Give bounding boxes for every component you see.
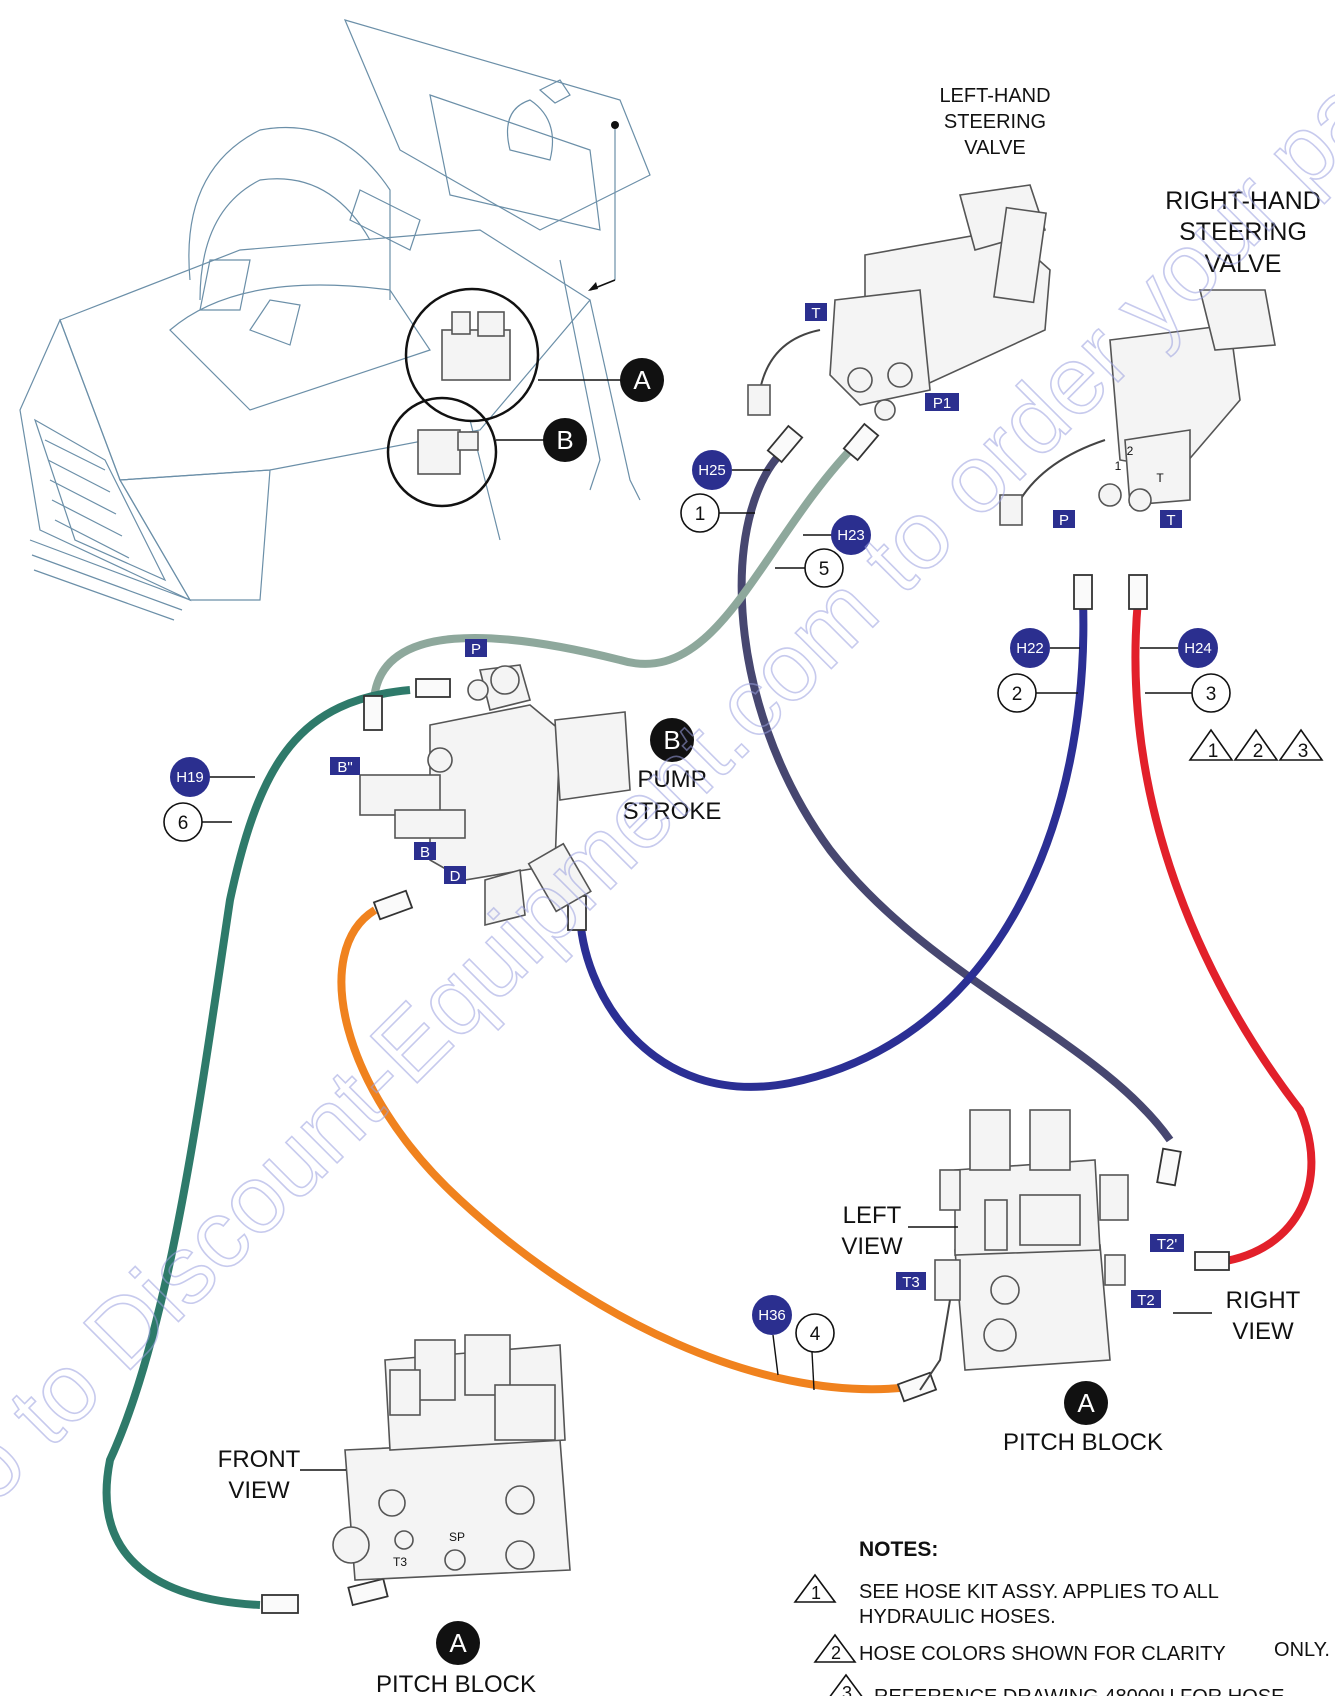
pump-stroke-block [359,664,631,927]
rh-port-label-t: T [1156,471,1164,485]
note-1-line-2: HYDRAULIC HOSES. [859,1606,1056,1628]
note-ref-1: 1 [1208,741,1219,762]
note-ref-2: 2 [1253,741,1264,762]
machine-illustration [19,19,651,621]
pitch-block-front-label: PITCH BLOCK [376,1671,536,1696]
item-callouts: 1 5 2 3 6 4 [163,493,1231,1391]
pitch-front-detail-letter: A [449,1628,467,1658]
note-2-text: HOSE COLORS SHOWN FOR CLARITY [859,1643,1226,1665]
fv-port-t3: T3 [393,1555,407,1569]
callout-3: 3 [1206,684,1217,705]
lh-valve-label-1: LEFT-HAND [939,85,1050,107]
pump-stroke-label-1: PUMP [637,766,706,793]
port-tag-p1: P1 [933,395,951,412]
callout-1: 1 [695,504,706,525]
note-3-number: 3 [842,1683,852,1696]
left-view-label-1: LEFT [843,1202,902,1229]
port-tag-t-left: T [811,305,820,322]
port-tag-t-right: T [1166,512,1175,529]
port-tag-t2p: T2' [1157,1236,1178,1253]
hose-h22 [576,599,1088,1091]
rh-valve-label-1: RIGHT-HAND [1165,187,1321,215]
hose-tag-h23: H23 [837,527,865,544]
right-view-label-1: RIGHT [1226,1287,1301,1314]
hose-tag-h19: H19 [176,769,204,786]
hose-tag-h22: H22 [1016,640,1044,657]
note-ref-3: 3 [1298,741,1309,762]
detail-circle-a: A [404,287,664,423]
right-hand-steering-valve: 2 1 T [999,289,1276,526]
port-tag-d-pump: D [450,868,461,885]
pump-detail-letter: B [663,725,680,755]
note-3-text: REFERENCE DRAWING 48000U FOR HOSE [874,1686,1284,1696]
pitch-side-detail-letter: A [1077,1388,1095,1418]
port-tag-p-right: P [1059,512,1069,529]
hoses [102,437,1316,1609]
left-hand-steering-valve [747,184,1051,421]
front-view-label-2: VIEW [228,1477,290,1504]
rh-valve-label-3: VALVE [1205,250,1282,278]
port-tag-b-pump: B [420,844,430,861]
detail-a-letter: A [633,365,651,395]
lh-valve-label-2: STEERING [944,111,1046,133]
hose-tag-h25: H25 [698,462,726,479]
hose-h24 [1131,599,1316,1266]
port-tag-b2-pump: B" [337,759,352,776]
right-view-label-2: VIEW [1232,1318,1294,1345]
notes-heading: NOTES: [859,1538,938,1561]
callout-5: 5 [819,559,830,580]
hose-h19 [102,686,411,1609]
note-1-line-1: SEE HOSE KIT ASSY. APPLIES TO ALL [859,1581,1219,1603]
hose-tag-h36: H36 [758,1307,786,1324]
hose-tag-h24: H24 [1184,640,1212,657]
hose-fittings [261,422,1230,1614]
port-tag-p-pump: P [471,641,481,658]
front-view-label-1: FRONT [218,1446,301,1473]
notes-block: NOTES: 1 SEE HOSE KIT ASSY. APPLIES TO A… [793,1538,1330,1696]
detail-circle-b: B [386,396,587,508]
note-reference-triangles [1188,728,1324,761]
hose-h36 [337,906,901,1394]
port-tags: T P1 P T P B" B D T2' T3 T2 [330,303,1184,1309]
hose-h25 [737,441,1174,1143]
hose-tags: H25 H23 H22 H24 H19 H36 [170,450,1218,1376]
view-labels: LEFT-HAND STEERING VALVE RIGHT-HAND STEE… [218,85,1321,1696]
callout-4: 4 [810,1324,821,1345]
pitch-block-front: T3 SP [332,1334,571,1581]
hose-h23 [370,437,863,701]
lh-valve-label-3: VALVE [964,137,1026,159]
note-2-tail: ONLY. [1274,1639,1330,1661]
rh-port-label-2: 2 [1127,444,1134,458]
rh-valve-label-2: STEERING [1179,218,1307,246]
note-2-number: 2 [831,1643,841,1663]
pitch-block-side [919,1109,1129,1391]
pump-stroke-label-2: STROKE [623,798,722,825]
callout-6: 6 [178,813,189,834]
rh-port-label-1: 1 [1115,459,1122,473]
note-1-number: 1 [811,1583,821,1603]
fv-port-sp: SP [449,1530,465,1544]
left-view-label-2: VIEW [841,1233,903,1260]
port-tag-t2: T2 [1137,1292,1155,1309]
pitch-block-side-label: PITCH BLOCK [1003,1429,1163,1456]
port-tag-t3: T3 [902,1274,920,1291]
detail-b-letter: B [556,425,573,455]
callout-2: 2 [1012,684,1023,705]
